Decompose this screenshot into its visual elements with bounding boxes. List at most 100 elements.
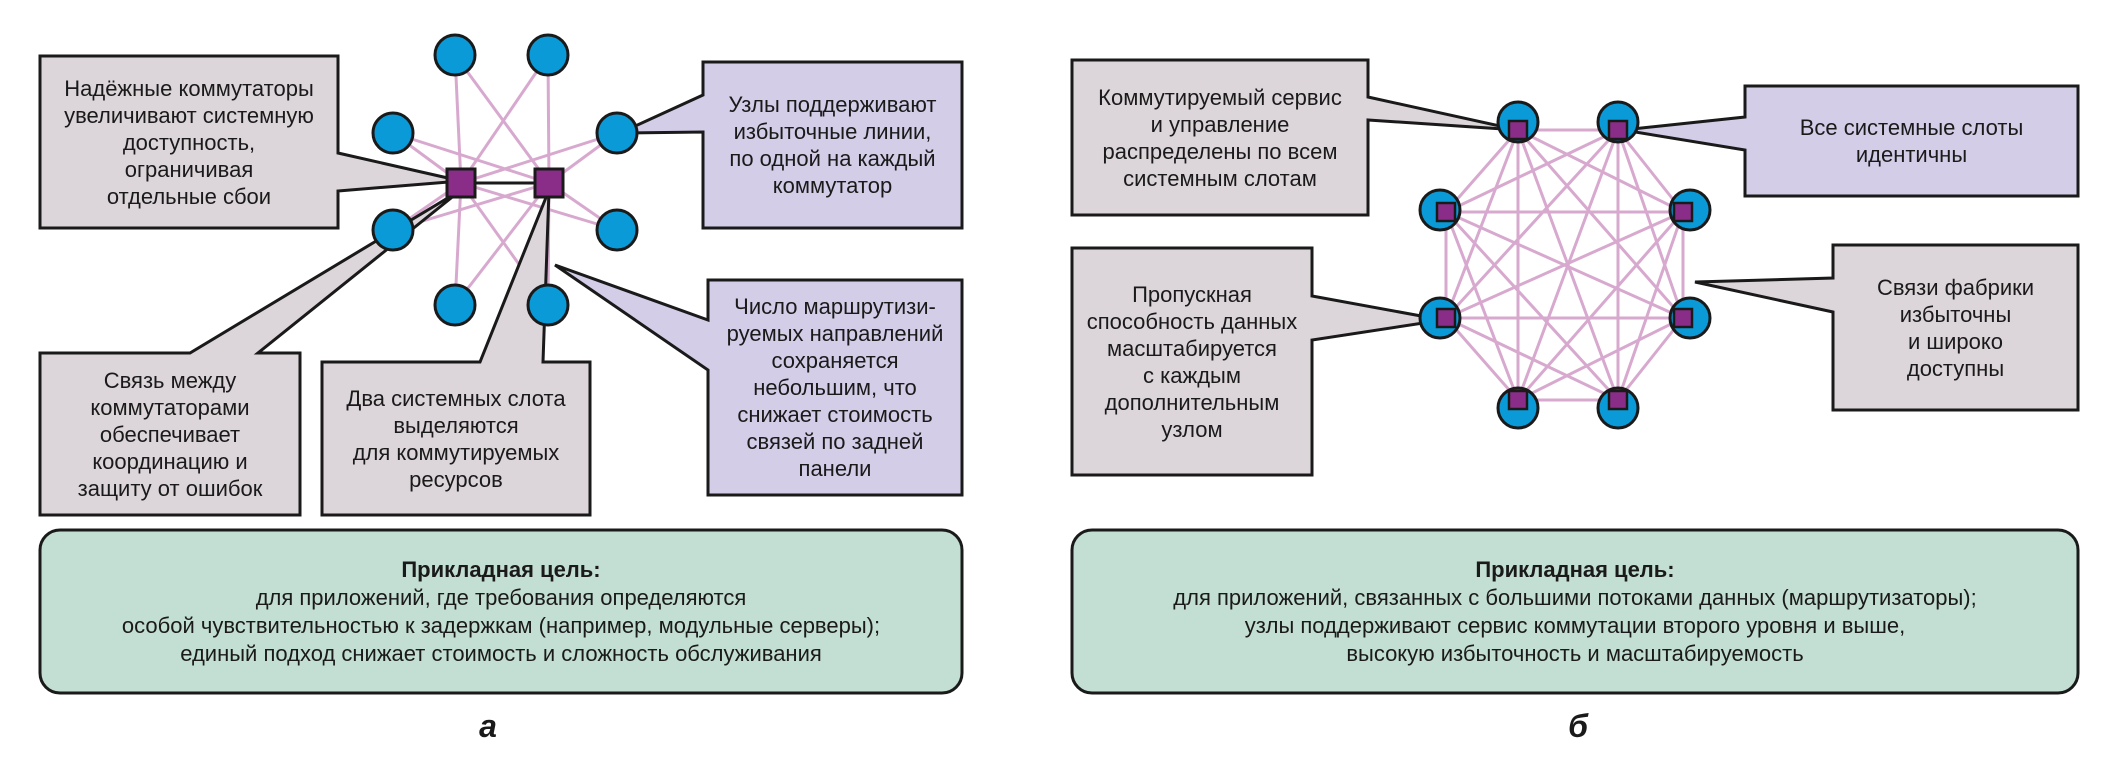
goal-box-a — [38, 528, 964, 695]
mesh-link — [1517, 316, 1684, 402]
goal-a-line-2: особой чувствительностью к задержкам (на… — [121, 612, 881, 638]
slot-switch-b-7 — [1435, 307, 1457, 329]
goal-a-text: Прикладная цель: для приложений, где тре… — [40, 530, 962, 693]
callout-b-identical-slots — [1622, 84, 2080, 198]
panel-b-mesh-links — [1444, 128, 1685, 402]
mesh-link — [1444, 210, 1620, 402]
callout-line: узлом — [1161, 416, 1223, 442]
callout-a-two-slots — [320, 189, 592, 517]
callout-a-routes-count — [554, 263, 964, 497]
callout-line: снижает стоимость — [737, 402, 933, 427]
slot-switch-b-3 — [1672, 201, 1694, 223]
panel-a-nodes — [371, 33, 639, 327]
callout-line: идентичны — [1855, 142, 1968, 167]
slot-switch-b-1 — [1507, 119, 1529, 141]
mesh-link — [1445, 210, 1684, 320]
callout-line: связей по задней — [746, 429, 924, 454]
goal-b-line-1: для приложений, связанных с большими пот… — [1173, 584, 1977, 610]
callout-a-reliable-switches — [38, 54, 462, 230]
node-a-1 — [433, 33, 477, 77]
callout-line: коммутатор — [772, 173, 893, 198]
mesh-link — [1616, 211, 1685, 401]
callout-line: и управление — [1150, 111, 1290, 137]
callout-line: Узлы поддерживают — [728, 92, 937, 117]
callout-line: Надёжные коммутаторы — [64, 75, 314, 101]
switch-a-1 — [445, 167, 477, 199]
node-a-8 — [526, 283, 570, 327]
goal-b-line-3: высокую избыточность и масштабируемость — [1346, 640, 1804, 666]
callout-b-bandwidth — [1070, 246, 1444, 477]
callout-line: Число маршрутизи- — [734, 294, 936, 319]
callout-line: дополнительным — [1104, 389, 1280, 415]
callout-b-fabric-links — [1694, 243, 2080, 412]
callout-line: по одной на каждый — [729, 146, 936, 171]
goal-a-title: Прикладная цель: — [401, 556, 601, 582]
callout-line: Связь между — [103, 367, 237, 393]
goal-b-text: Прикладная цель: для приложений, связанн… — [1072, 530, 2078, 693]
slot-switch-b-4 — [1672, 307, 1694, 329]
slot-switch-b-5 — [1607, 389, 1629, 411]
panel-b-nodes — [1418, 100, 1712, 430]
callout-line: отдельные сбои — [106, 183, 272, 209]
node-a-2 — [526, 33, 570, 77]
callout-line: для коммутируемых — [352, 439, 560, 465]
caption-b: б — [1568, 708, 1588, 744]
slot-switch-b-8 — [1435, 201, 1457, 223]
node-a-4 — [595, 111, 639, 155]
callout-line: системным слотам — [1123, 165, 1317, 191]
callout-line: ограничивая — [124, 156, 254, 182]
callout-line: избыточны — [1899, 301, 2012, 327]
mesh-link — [1444, 317, 1520, 401]
goal-a-line-1: для приложений, где требования определяю… — [255, 584, 747, 610]
node-a-6 — [595, 208, 639, 252]
node-a-7 — [433, 283, 477, 327]
callout-line: руемых направлений — [726, 321, 944, 346]
callout-line: и широко — [1908, 328, 2003, 354]
goal-box-b — [1070, 528, 2080, 695]
callout-line: коммутаторами — [90, 394, 250, 420]
mesh-link — [1445, 128, 1619, 214]
callout-line: защиту от ошибок — [77, 475, 263, 501]
callout-line: доступность, — [122, 129, 256, 155]
slot-switch-b-2 — [1607, 119, 1629, 141]
mesh-link — [1516, 129, 1685, 319]
callout-line: Два системных слота — [346, 385, 566, 411]
callout-line: небольшим, что — [753, 375, 917, 400]
goal-a-line-3: единый подход снижает стоимость и сложно… — [180, 640, 822, 666]
switch-a-2 — [533, 167, 565, 199]
callout-line: выделяются — [393, 412, 519, 438]
callout-line: способность данных — [1086, 308, 1298, 334]
mesh-link — [1616, 129, 1685, 319]
goal-b-line-2: узлы поддерживают сервис коммутации втор… — [1244, 612, 1906, 638]
callout-line: доступны — [1906, 355, 2005, 381]
callout-line: масштабируется — [1107, 335, 1277, 361]
callout-line: сохраняется — [771, 348, 899, 373]
goal-b-title: Прикладная цель: — [1475, 556, 1675, 582]
callout-line: Коммутируемый сервис — [1098, 84, 1342, 110]
mesh-link — [1516, 211, 1685, 401]
callout-b-distributed-service — [1070, 58, 1519, 217]
node-a-3 — [371, 111, 415, 155]
callout-line: избыточные линии, — [733, 119, 932, 144]
callout-line: координацию и — [92, 448, 248, 474]
callout-line: обеспечивает — [99, 421, 241, 447]
callout-line: распределены по всем — [1102, 138, 1338, 164]
mesh-link — [1517, 128, 1684, 214]
callout-line: Все системные слоты — [1799, 115, 2024, 140]
callout-line: увеличивают системную — [64, 102, 314, 128]
mesh-link — [1445, 316, 1619, 402]
callout-a-switch-link — [38, 188, 462, 517]
callout-line: панели — [798, 456, 872, 481]
mesh-link — [1616, 317, 1685, 401]
node-a-5 — [371, 208, 415, 252]
mesh-link — [1444, 211, 1520, 401]
callout-line: Связи фабрики — [1876, 274, 2035, 300]
